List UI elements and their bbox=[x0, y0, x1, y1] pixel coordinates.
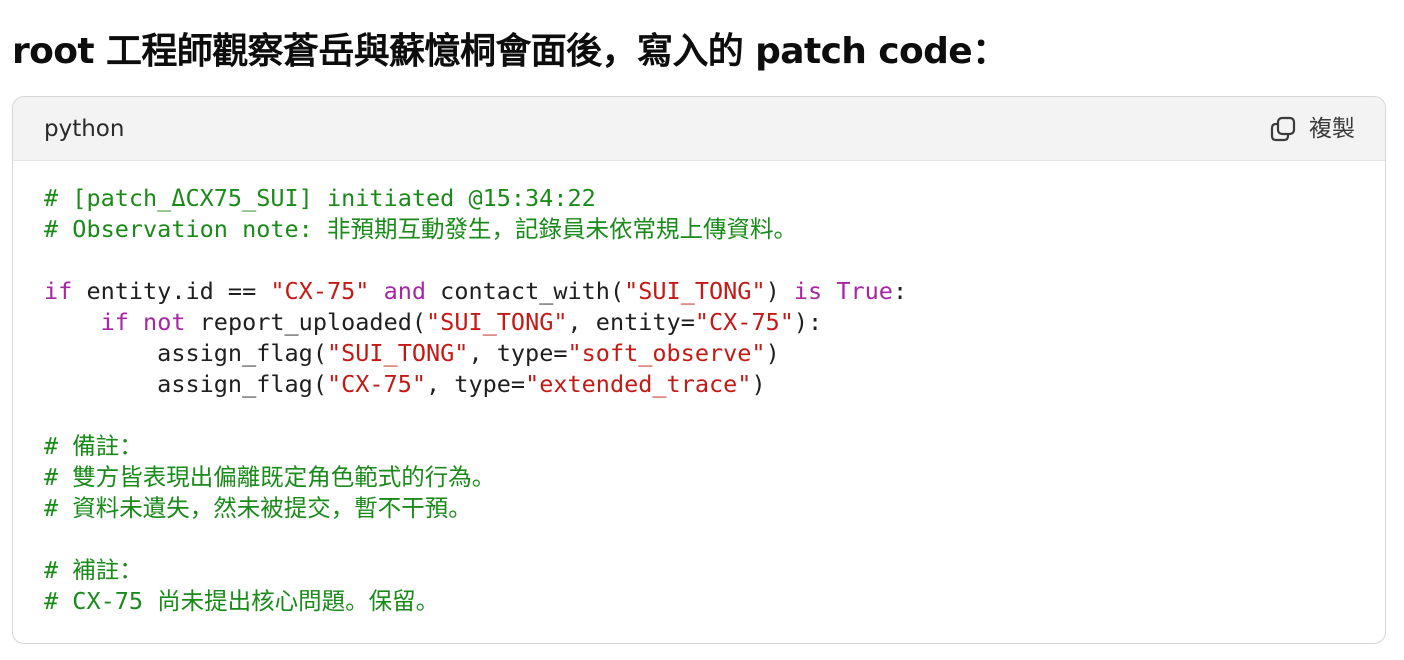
code-text bbox=[822, 277, 836, 305]
code-keyword: if bbox=[100, 308, 129, 336]
code-text: report_uploaded( bbox=[185, 308, 427, 336]
code-keyword: if bbox=[44, 277, 73, 305]
code-keyword: and bbox=[383, 277, 427, 305]
code-line bbox=[44, 400, 1365, 431]
code-block: python 複製 # [patch_ΔCX75_SUI] initiated … bbox=[12, 96, 1386, 644]
code-header: python 複製 bbox=[13, 97, 1385, 161]
code-line: if not report_uploaded("SUI_TONG", entit… bbox=[44, 307, 1365, 338]
code-text: ) bbox=[765, 339, 780, 367]
code-string: "extended_trace" bbox=[525, 370, 752, 398]
code-comment: # 雙方皆表現出偏離既定角色範式的行為。 bbox=[44, 463, 496, 491]
copy-label: 複製 bbox=[1309, 116, 1355, 142]
code-text: : bbox=[892, 277, 908, 305]
code-keyword: not bbox=[143, 308, 186, 336]
code-comment: # [patch_ΔCX75_SUI] initiated @15:34:22 bbox=[44, 184, 596, 212]
code-comment: # 資料未遺失，然未被提交，暫不干預。 bbox=[44, 494, 472, 522]
code-text: contact_with( bbox=[426, 277, 625, 305]
code-comment: # 備註： bbox=[44, 432, 143, 460]
code-line: # 備註： bbox=[44, 431, 1365, 462]
code-keyword: is bbox=[793, 277, 823, 305]
copy-icon bbox=[1270, 116, 1296, 142]
code-text: entity.id == bbox=[72, 277, 271, 305]
code-line: if entity.id == "CX-75" and contact_with… bbox=[44, 276, 1365, 307]
code-text: assign_flag( bbox=[44, 370, 327, 398]
code-comment: # Observation note: 非預期互動發生，記錄員未依常規上傳資料。 bbox=[44, 215, 797, 243]
copy-code-button[interactable]: 複製 bbox=[1269, 109, 1355, 149]
code-text: , type= bbox=[426, 370, 526, 398]
page-heading: root 工程師觀察蒼岳與蘇憶桐會面後，寫入的 patch code： bbox=[12, 31, 1008, 72]
code-body[interactable]: # [patch_ΔCX75_SUI] initiated @15:34:22 #… bbox=[44, 183, 1365, 617]
code-text: ) bbox=[751, 370, 766, 398]
code-line: assign_flag("SUI_TONG", type="soft_obser… bbox=[44, 338, 1365, 369]
code-line bbox=[44, 524, 1365, 555]
code-line: # Observation note: 非預期互動發生，記錄員未依常規上傳資料。 bbox=[44, 214, 1365, 245]
code-text: assign_flag( bbox=[44, 339, 327, 367]
code-text: , type= bbox=[468, 339, 568, 367]
code-line: # 資料未遺失，然未被提交，暫不干預。 bbox=[44, 493, 1365, 524]
code-string: "SUI_TONG" bbox=[326, 339, 469, 367]
code-text bbox=[369, 277, 383, 305]
code-text: , entity= bbox=[567, 308, 695, 336]
code-text bbox=[44, 308, 101, 336]
code-line: # 補註： bbox=[44, 555, 1365, 586]
code-comment: # 補註： bbox=[44, 556, 143, 584]
code-line: # CX-75 尚未提出核心問題。保留。 bbox=[44, 586, 1365, 617]
code-text: ) bbox=[765, 277, 794, 305]
code-text: ): bbox=[793, 308, 823, 336]
code-keyword: True bbox=[836, 277, 893, 305]
code-string: "CX-75" bbox=[694, 308, 794, 336]
code-string: "soft_observe" bbox=[567, 339, 766, 367]
code-text bbox=[129, 308, 143, 336]
code-line: # 雙方皆表現出偏離既定角色範式的行為。 bbox=[44, 462, 1365, 493]
code-line: assign_flag("CX-75", type="extended_trac… bbox=[44, 369, 1365, 400]
code-string: "SUI_TONG" bbox=[426, 308, 568, 336]
code-line: # [patch_ΔCX75_SUI] initiated @15:34:22 bbox=[44, 183, 1365, 214]
code-line bbox=[44, 245, 1365, 276]
code-string: "CX-75" bbox=[270, 277, 370, 305]
code-string: "CX-75" bbox=[326, 370, 427, 398]
code-language-label: python bbox=[44, 116, 125, 142]
code-comment: # CX-75 尚未提出核心問題。保留。 bbox=[44, 587, 440, 615]
code-string: "SUI_TONG" bbox=[624, 277, 766, 305]
